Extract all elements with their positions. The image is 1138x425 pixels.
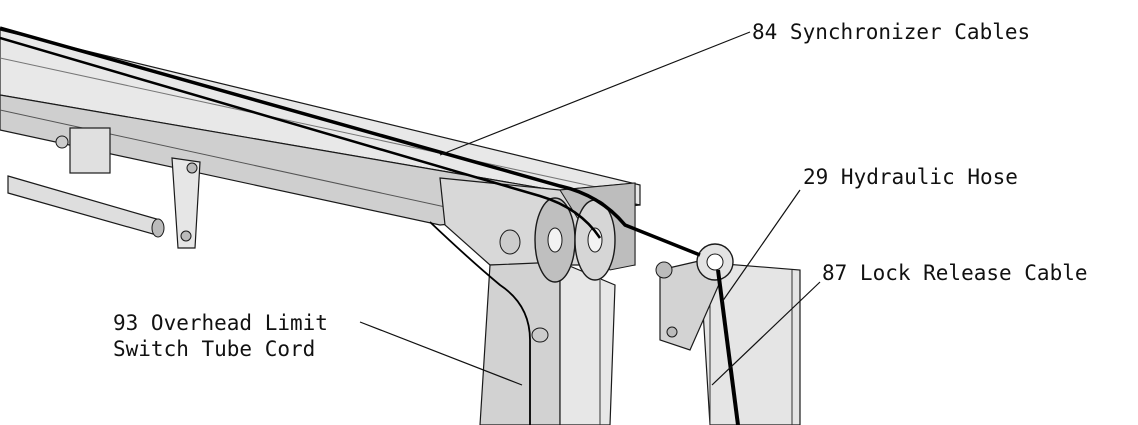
synchronizer-cables [0, 26, 701, 257]
left-post [479, 261, 616, 425]
label-synchronizer-cables: 84 Synchronizer Cables [752, 20, 1031, 44]
right-post [699, 261, 801, 425]
left-bracket [55, 127, 201, 249]
support-rod [7, 175, 165, 238]
hose-fitting [655, 243, 734, 351]
limit-switch-cord [429, 221, 531, 425]
label-overhead-limit-line1: 93 Overhead Limit [113, 311, 328, 335]
label-overhead-limit-line2: Switch Tube Cord [113, 337, 316, 361]
lock-release-cable [716, 269, 740, 425]
leader-lines [359, 31, 821, 386]
label-lock-release-cable: 87 Lock Release Cable [822, 261, 1088, 285]
label-hydraulic-hose: 29 Hydraulic Hose [803, 165, 1018, 189]
label-overhead-limit-switch: 93 Overhead Limit Switch Tube Cord [113, 310, 328, 362]
